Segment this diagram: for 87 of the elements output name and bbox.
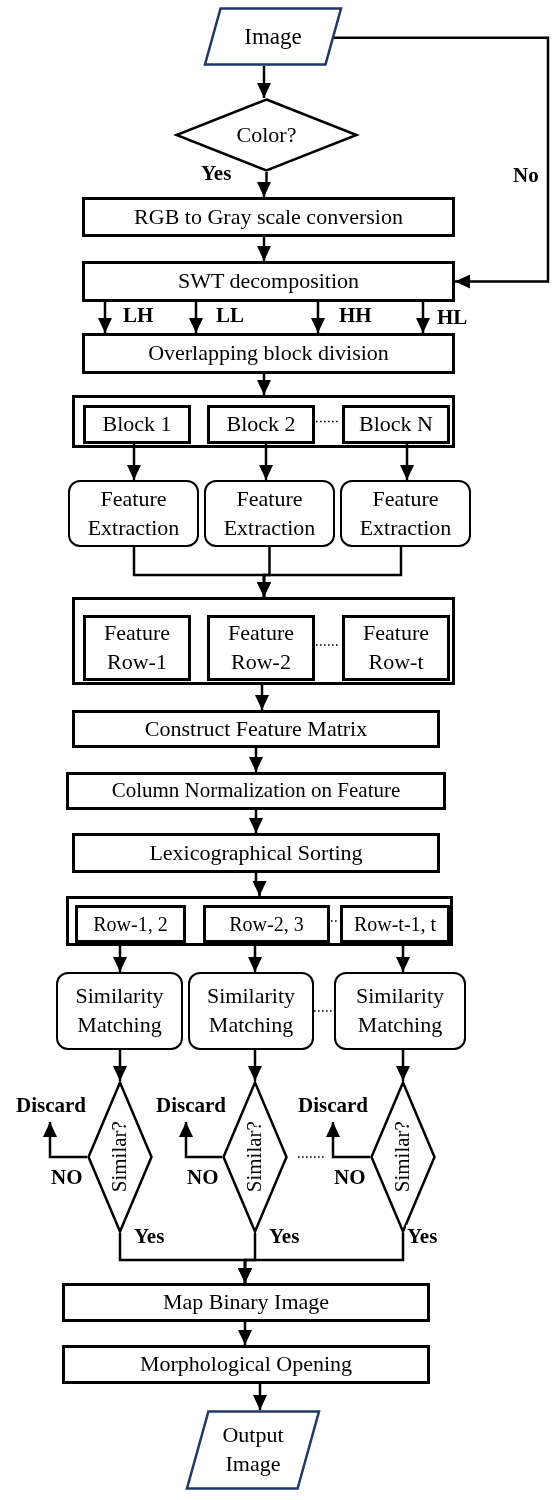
arrow <box>113 1050 127 1081</box>
box-label: Similarity Matching <box>355 982 445 1039</box>
box-label: Construct Feature Matrix <box>144 714 368 743</box>
rounded-process-box <box>334 972 466 1050</box>
group-box <box>66 896 453 946</box>
box-label: SWT decomposition <box>177 267 360 296</box>
process-box <box>72 710 440 748</box>
box-label: Feature Row-1 <box>103 619 171 676</box>
box-label: Feature Extraction <box>86 484 181 542</box>
arrow <box>249 810 263 833</box>
arrow <box>43 1122 87 1159</box>
process-box <box>207 405 315 444</box>
arrow <box>255 685 269 710</box>
process-box <box>342 405 450 444</box>
arrow <box>257 374 271 395</box>
process-box <box>203 905 330 943</box>
box-label: Lexicographical Sorting <box>149 838 363 867</box>
arrow <box>127 441 141 480</box>
process-box <box>82 261 455 302</box>
group-box <box>72 395 455 448</box>
arrow <box>98 302 112 333</box>
process-box <box>62 1283 430 1322</box>
box-label: Row-t-1, t <box>353 912 437 937</box>
box-label: Feature Row-2 <box>227 619 295 676</box>
arrow <box>238 1233 405 1283</box>
box-label: Column Normalization on Feature <box>111 777 401 805</box>
process-box <box>62 1345 430 1384</box>
process-box <box>75 905 186 943</box>
discard-label: Discard <box>148 1092 234 1120</box>
process-box <box>66 772 446 810</box>
arrow <box>334 36 550 289</box>
discard-label: Discard <box>8 1092 94 1120</box>
group-box <box>72 597 455 685</box>
input-output-parallelogram <box>204 7 342 66</box>
arrow <box>189 302 203 333</box>
box-label: Feature Extraction <box>358 484 453 542</box>
box-label: Image <box>244 22 302 51</box>
box-label: Feature Row-t <box>362 619 430 676</box>
box-label: Feature Extraction <box>222 484 317 542</box>
arrow <box>257 547 403 597</box>
arrow <box>400 441 414 480</box>
process-box <box>340 905 450 943</box>
box-label: Row-1, 2 <box>93 912 168 937</box>
box-label: Color? <box>236 120 297 149</box>
rounded-process-box <box>204 480 335 547</box>
box-label: Similar? <box>389 1121 416 1193</box>
rounded-process-box <box>188 972 314 1050</box>
process-box <box>83 405 191 444</box>
process-box <box>342 615 450 681</box>
arrow <box>259 441 273 480</box>
box-label: Row-2, 3 <box>229 912 304 937</box>
rounded-process-box <box>340 480 471 547</box>
rounded-process-box <box>56 972 183 1050</box>
process-box <box>82 333 455 374</box>
process-box <box>82 197 455 237</box>
box-label: Output Image <box>221 1421 285 1478</box>
box-label: Similar? <box>241 1121 268 1193</box>
arrow <box>396 1050 410 1081</box>
arrow <box>326 1122 370 1159</box>
box-label: Similarity Matching <box>74 982 165 1039</box>
process-box <box>72 833 440 873</box>
box-label: Block 2 <box>226 410 296 439</box>
arrow <box>248 1050 262 1081</box>
arrow <box>252 873 267 896</box>
process-box <box>83 615 191 681</box>
arrow <box>311 302 325 333</box>
box-label: Similar? <box>106 1121 133 1193</box>
arrow <box>257 66 271 98</box>
arrow <box>416 302 430 333</box>
dotted-line <box>313 1010 335 1012</box>
box-label: Overlapping block division <box>148 339 389 368</box>
box-label: Map Binary Image <box>162 1288 330 1317</box>
input-output-parallelogram <box>186 1410 320 1490</box>
box-label: Block 1 <box>102 410 172 439</box>
discard-label: Discard <box>290 1092 376 1120</box>
arrow <box>238 1322 252 1345</box>
box-label: RGB to Gray scale conversion <box>134 202 403 231</box>
process-box <box>207 615 315 681</box>
arrow <box>253 1384 267 1410</box>
arrow <box>257 237 271 261</box>
arrow <box>179 1122 222 1159</box>
arrow <box>257 172 271 197</box>
box-label: Block N <box>359 410 433 439</box>
box-label: Morphological Opening <box>140 1350 352 1379</box>
box-label: Similarity Matching <box>206 982 296 1039</box>
arrow <box>249 748 263 772</box>
rounded-process-box <box>68 480 199 547</box>
